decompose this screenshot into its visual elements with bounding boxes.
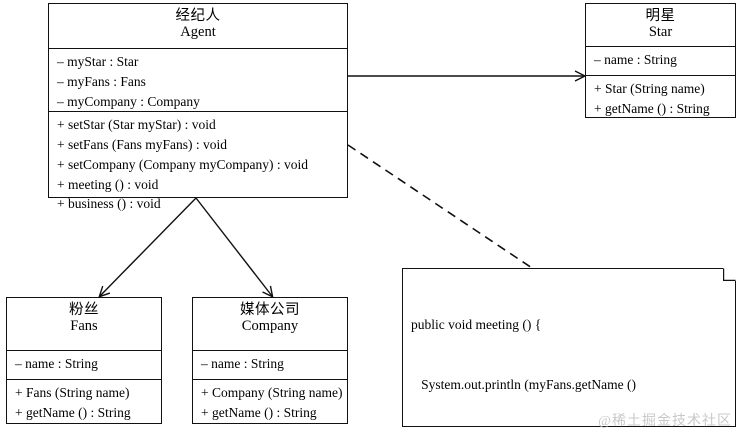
attribute-row: – name : String bbox=[201, 356, 284, 371]
operation-row: + Fans (String name) bbox=[15, 385, 130, 400]
class-box-company[interactable]: 媒体公司 Company – name : String + Company (… bbox=[192, 297, 348, 424]
class-name-cn-fans: 粉丝 bbox=[69, 302, 99, 318]
operation-row: + getName () : String bbox=[594, 100, 710, 116]
class-name-cn-company: 媒体公司 bbox=[240, 302, 300, 318]
operations-agent: + setStar (Star myStar) : void + setFans… bbox=[49, 111, 347, 218]
attribute-row: – myFans : Fans bbox=[57, 73, 146, 89]
operation-row: + business () : void bbox=[57, 196, 161, 212]
operations-company: + Company (String name) + getName () : S… bbox=[193, 379, 347, 427]
class-name-en-company: Company bbox=[241, 318, 299, 335]
note-box[interactable]: public void meeting () { System.out.prin… bbox=[402, 268, 736, 427]
attributes-star: – name : String bbox=[586, 46, 735, 75]
class-box-star[interactable]: 明星 Star – name : String + Star (String n… bbox=[585, 3, 736, 118]
class-header-fans: 粉丝 Fans bbox=[7, 298, 161, 350]
class-header-star: 明星 Star bbox=[586, 4, 735, 46]
attribute-row: – name : String bbox=[15, 356, 98, 371]
operation-row: + setCompany (Company myCompany) : void bbox=[57, 156, 308, 172]
operation-row: + setStar (Star myStar) : void bbox=[57, 117, 216, 132]
operations-star: + Star (String name) + getName () : Stri… bbox=[586, 75, 735, 123]
operation-row: + meeting () : void bbox=[57, 176, 159, 192]
code-line: public void meeting () { bbox=[411, 316, 542, 332]
class-name-en-fans: Fans bbox=[70, 318, 98, 335]
operation-row: + Company (String name) bbox=[201, 385, 343, 400]
note-code: public void meeting () { System.out.prin… bbox=[402, 268, 736, 434]
code-line: System.out.println (myFans.getName () bbox=[411, 377, 636, 393]
attributes-company: – name : String bbox=[193, 350, 347, 379]
note-background bbox=[402, 268, 736, 427]
attribute-row: – name : String bbox=[594, 52, 677, 67]
operation-row: + Star (String name) bbox=[594, 81, 705, 96]
operation-row: + getName () : String bbox=[15, 404, 131, 420]
class-name-en-star: Star bbox=[648, 24, 673, 41]
operation-row: + setFans (Fans myFans) : void bbox=[57, 136, 227, 152]
class-name-en-agent: Agent bbox=[180, 24, 216, 41]
attributes-agent: – myStar : Star – myFans : Fans – myComp… bbox=[49, 48, 347, 111]
class-header-agent: 经纪人 Agent bbox=[49, 4, 347, 48]
operation-row: + getName () : String bbox=[201, 404, 317, 420]
class-box-agent[interactable]: 经纪人 Agent – myStar : Star – myFans : Fan… bbox=[48, 3, 348, 211]
attributes-fans: – name : String bbox=[7, 350, 161, 379]
attribute-row: – myCompany : Company bbox=[57, 93, 200, 109]
watermark: @稀土掘金技术社区 bbox=[598, 414, 732, 429]
attribute-row: – myStar : Star bbox=[57, 54, 139, 69]
relation-agent-note bbox=[347, 144, 533, 269]
class-name-cn-agent: 经纪人 bbox=[175, 8, 221, 24]
class-header-company: 媒体公司 Company bbox=[193, 298, 347, 350]
class-name-cn-star: 明星 bbox=[645, 8, 676, 24]
operations-fans: + Fans (String name) + getName () : Stri… bbox=[7, 379, 161, 427]
class-box-fans[interactable]: 粉丝 Fans – name : String + Fans (String n… bbox=[6, 297, 162, 424]
